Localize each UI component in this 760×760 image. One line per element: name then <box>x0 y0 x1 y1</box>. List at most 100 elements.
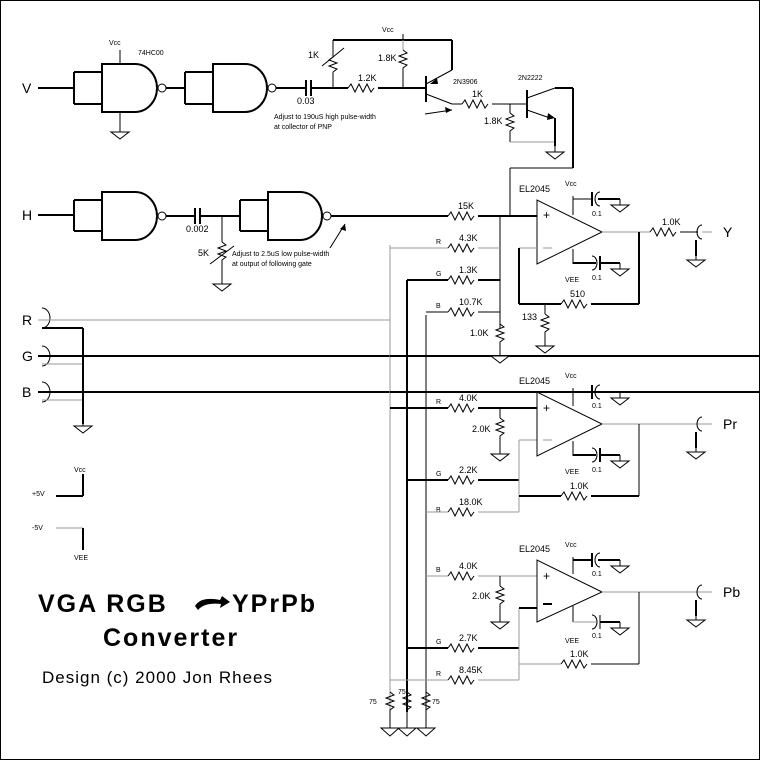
resistor-value: 1.0K <box>570 649 589 659</box>
nand-gate-1 <box>73 63 167 113</box>
ground-icon <box>73 419 93 434</box>
resistor-value: 75 <box>432 699 440 706</box>
resistor-1-3k <box>447 274 475 286</box>
resistor-4-0k <box>447 402 475 414</box>
bus-tag: R <box>436 239 441 246</box>
pot-value: 5K <box>198 248 209 258</box>
resistor-value: 1K <box>472 89 483 99</box>
ground-icon <box>415 727 437 737</box>
resistor-value: 4.3K <box>459 233 478 243</box>
bus-tag: R <box>436 671 441 678</box>
ground-icon <box>686 253 706 268</box>
vee-label: VEE <box>565 638 579 645</box>
pnp-transistor <box>425 40 453 105</box>
bus-tag: R <box>436 399 441 406</box>
ground-icon <box>610 262 630 277</box>
title-block: VGA RGB YPrPb Converter Design (c) 2000 … <box>38 590 317 687</box>
ground-icon <box>110 125 130 140</box>
resistor-value: 4.0K <box>459 393 478 403</box>
vee-label: VEE <box>74 555 88 562</box>
bus-tag: B <box>436 303 441 310</box>
potentiometer-1k <box>327 40 339 73</box>
nand-gate-3 <box>101 191 158 241</box>
plus-sign: + <box>543 401 550 415</box>
vcc-label: Vcc <box>74 467 86 474</box>
bus-tag: G <box>436 639 441 646</box>
input-label-g: G <box>22 348 33 364</box>
vcc-label: Vcc <box>382 27 394 34</box>
resistor-10-7k <box>447 306 475 318</box>
resistor-value: 2.0K <box>472 591 491 601</box>
ground-icon <box>535 339 555 354</box>
cap-value: 0.1 <box>592 571 602 578</box>
bus-tag: G <box>436 471 441 478</box>
resistor-2-0k <box>494 585 506 616</box>
y-stage: 15K R 4.3K G 1.3K B 10.7K 1.0K + EL2045 … <box>390 170 733 364</box>
resistor-fb-1-0k <box>560 658 588 670</box>
opamp-label: EL2045 <box>519 184 550 194</box>
potentiometer-5k <box>216 241 228 278</box>
plus-sign: + <box>543 569 550 583</box>
output-connector-pr <box>696 416 703 432</box>
output-label-pb: Pb <box>723 584 740 600</box>
resistor-4-3k <box>447 242 475 254</box>
cap-value: 0.1 <box>592 633 602 640</box>
cap-value: 0.1 <box>592 275 602 282</box>
transistor-label: 2N3906 <box>453 79 478 86</box>
bus-tag: G <box>436 271 441 278</box>
resistor-value: 18.0K <box>459 497 483 507</box>
ground-icon <box>490 349 510 364</box>
cap-value: 0.1 <box>592 403 602 410</box>
resistor-133 <box>539 313 551 340</box>
resistor-value: 2.7K <box>459 633 478 643</box>
resistor-2-7k <box>447 642 475 654</box>
vcc-label: Vcc <box>109 40 121 47</box>
rgb-buses <box>389 245 427 712</box>
adjust-note: at collector of PNP <box>274 124 332 131</box>
hsync-section: H 0.002 5K Adjust to 2.5uS low pulse-wid… <box>22 191 448 292</box>
vcc-label: Vcc <box>565 373 577 380</box>
vee-label: VEE <box>565 469 579 476</box>
output-label-y: Y <box>723 224 733 240</box>
pot-value: 1K <box>308 50 319 60</box>
cap-value: 0.03 <box>297 96 315 106</box>
ground-icon <box>686 445 706 460</box>
transistor-label: 2N2222 <box>518 75 543 82</box>
resistor-value: 1.2K <box>358 73 377 83</box>
resistor-value: 1.0K <box>570 481 589 491</box>
resistor-8-45k <box>447 674 475 686</box>
ground-icon <box>396 727 418 737</box>
vcc-label: Vcc <box>565 181 577 188</box>
resistor-value: 15K <box>458 201 474 211</box>
output-label-pr: Pr <box>723 416 737 432</box>
title-line1-left: VGA RGB <box>38 590 168 618</box>
adjust-note: at output of following gate <box>232 261 312 268</box>
resistor-4-0k <box>447 570 475 582</box>
resistor-75-r <box>384 691 396 728</box>
ground-icon <box>610 559 630 574</box>
resistor-value: 2.2K <box>459 465 478 475</box>
vcc-label: Vcc <box>565 542 577 549</box>
vsync-section: V Vcc 74HC00 0.03 1K Vcc <box>22 27 574 215</box>
resistor-1-8k <box>504 112 516 142</box>
resistor-value: 510 <box>570 289 585 299</box>
resistor-value: 1.3K <box>459 265 478 275</box>
resistor-18-0k <box>447 506 475 518</box>
opamp-label: EL2045 <box>519 376 550 386</box>
resistor-2-0k <box>494 417 506 448</box>
ground-icon <box>545 145 565 160</box>
resistor-value: 1.8K <box>378 53 397 63</box>
resistor-value: 133 <box>522 312 537 322</box>
ground-icon <box>379 727 401 737</box>
resistor-value: 10.7K <box>459 297 483 307</box>
opamp-pr <box>536 391 604 457</box>
output-connector-pb <box>696 584 703 600</box>
minus5v-label: -5V <box>32 525 43 532</box>
input-label-b: B <box>22 384 31 400</box>
resistor-15k <box>447 210 475 222</box>
ground-icon <box>610 391 630 406</box>
title-line1-right: YPrPb <box>232 590 317 618</box>
opamp-y <box>536 199 604 265</box>
